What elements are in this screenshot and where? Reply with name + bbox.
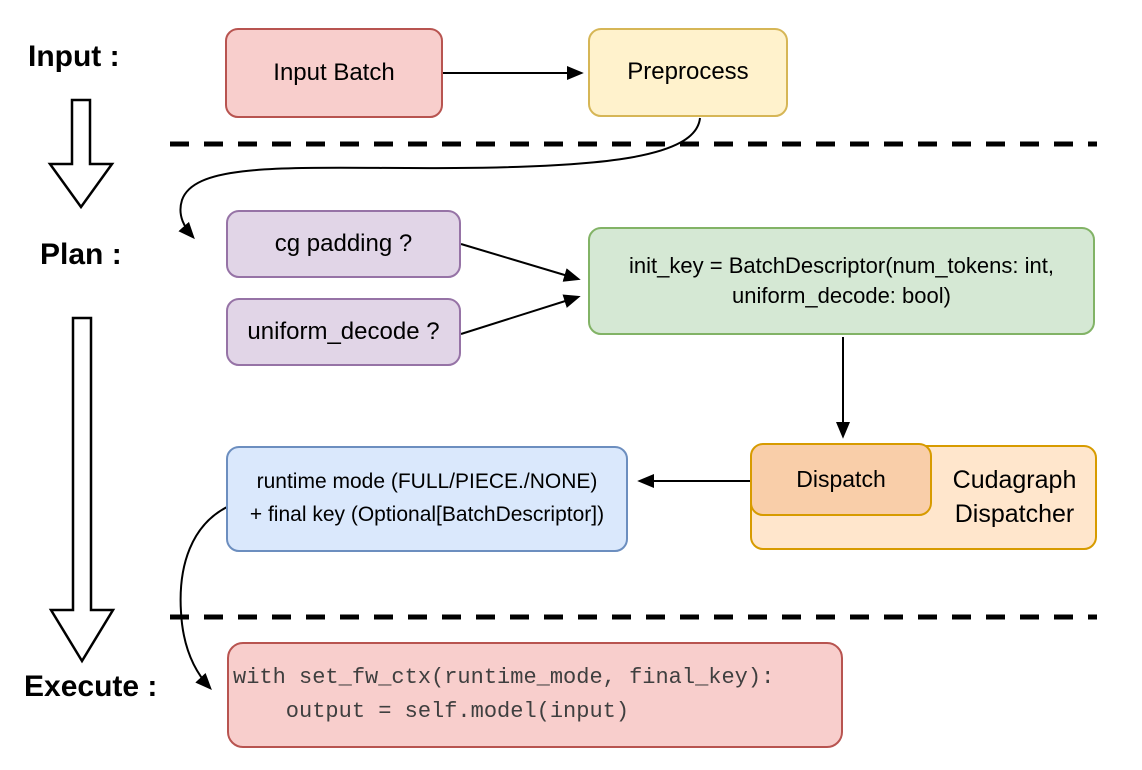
uniform-decode-node: uniform_decode ? [226,298,461,366]
dispatch-node: Dispatch [750,443,932,516]
init-key-node: init_key = BatchDescriptor(num_tokens: i… [588,227,1095,335]
runtime-mode-line2: + final key (Optional[BatchDescriptor]) [249,503,605,526]
plan-stage-label: Plan : [40,238,122,271]
cg-padding-label: cg padding ? [274,229,413,257]
cudagraph-dispatcher-line2: Dispatcher [954,499,1075,528]
preprocess-node: Preprocess [588,28,788,117]
cudagraph-dispatcher-label: Cudagraph Dispatcher [932,445,1097,550]
execute-stage-label: Execute : [24,670,158,703]
plan-to-execute-arrow [48,316,116,664]
cudagraph-dispatcher-line1: Cudagraph [952,465,1077,494]
input-batch-label: Input Batch [273,58,395,86]
dispatch-label: Dispatch [796,465,886,492]
init-key-line1: init_key = BatchDescriptor(num_tokens: i… [629,253,1054,279]
runtime-mode-line1: runtime mode (FULL/PIECE./NONE) [256,470,598,494]
preprocess-label: Preprocess [627,58,749,86]
uniform-decode-label: uniform_decode ? [247,317,440,345]
runtime-mode-node: runtime mode (FULL/PIECE./NONE) + final … [226,446,628,552]
input-to-plan-arrow [47,98,115,210]
input-stage-label: Input : [28,40,120,73]
input-batch-node: Input Batch [225,28,443,118]
cgpadding-to-initkey-arrow [460,243,581,282]
preprocess-to-cgpadding-arrow [178,117,701,240]
init-key-line2: uniform_decode: bool) [732,283,951,308]
uniformdecode-to-initkey-arrow [460,294,581,335]
execute-code-line2: output = self.model(input) [233,699,630,724]
runtimemode-to-execute-arrow [179,506,228,691]
execute-code-line1: with set_fw_ctx(runtime_mode, final_key)… [233,664,775,690]
cg-padding-node: cg padding ? [226,210,461,278]
execute-code-node: with set_fw_ctx(runtime_mode, final_key)… [227,642,843,748]
